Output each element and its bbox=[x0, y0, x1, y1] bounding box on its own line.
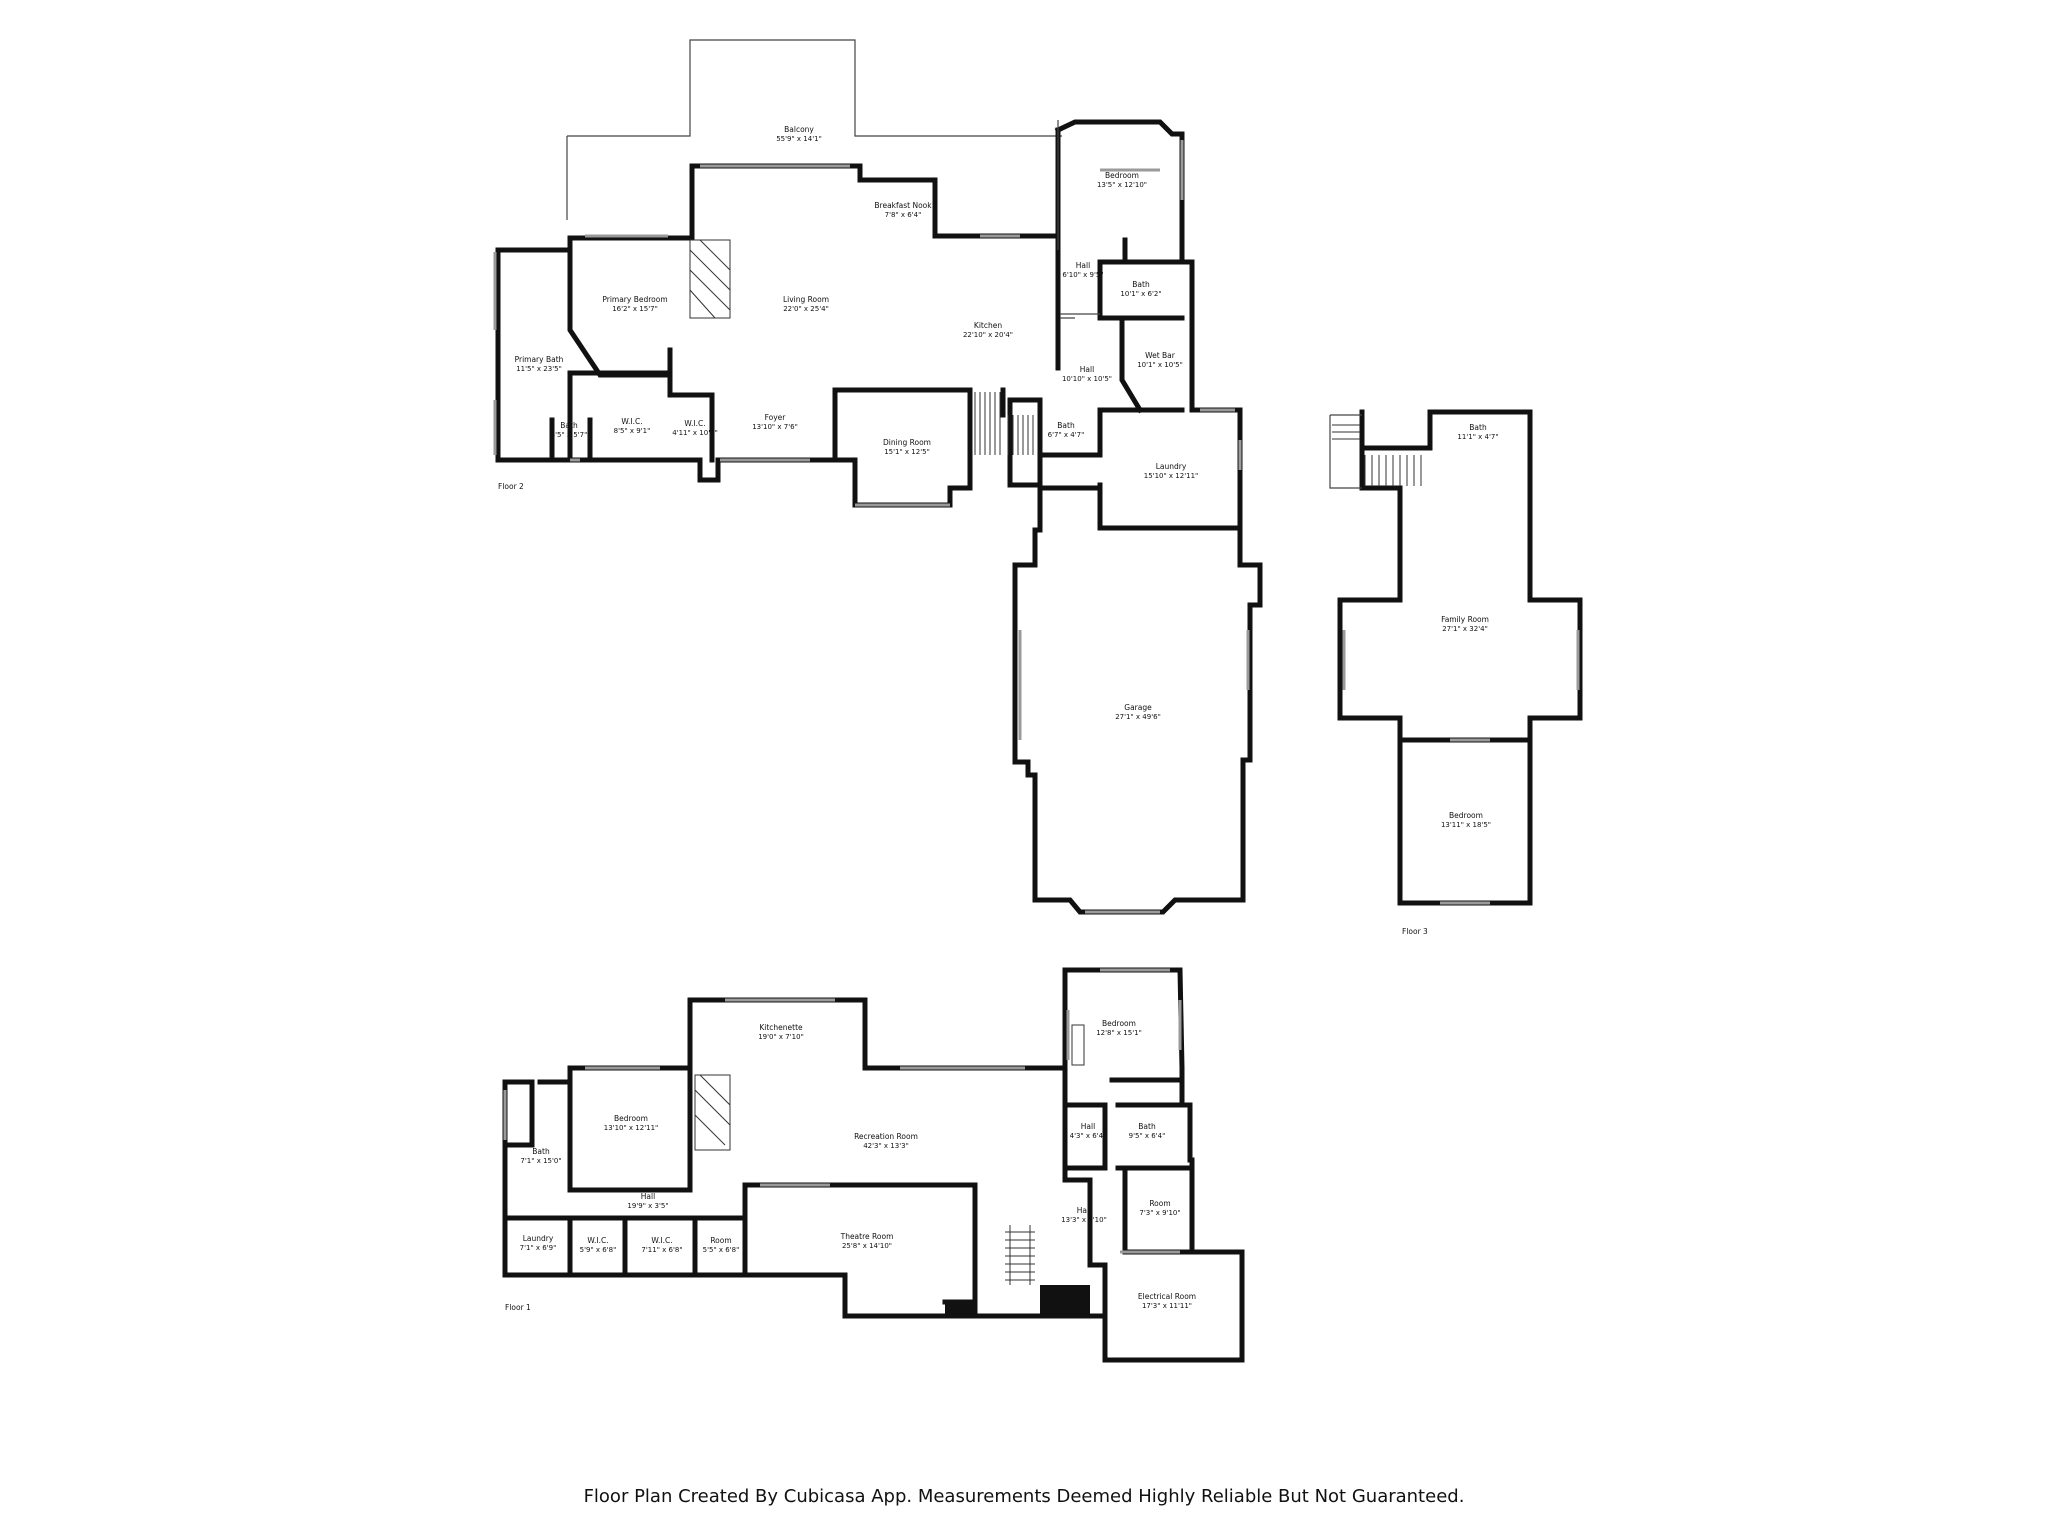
floor-3-label: Floor 3 bbox=[1402, 927, 1428, 936]
room-name-laundry: Laundry bbox=[1156, 462, 1187, 471]
room-dimensions-bedroom: 12'8" x 15'1" bbox=[1096, 1029, 1142, 1037]
room-name-w-i-c: W.I.C. bbox=[587, 1236, 608, 1245]
room-name-balcony: Balcony bbox=[784, 125, 814, 134]
room-dimensions-bedroom: 13'11" x 18'5" bbox=[1441, 821, 1491, 829]
room-dimensions-hall: 10'10" x 10'5" bbox=[1062, 375, 1112, 383]
room-dimensions-bedroom: 13'10" x 12'11" bbox=[604, 1124, 659, 1132]
room-dimensions-garage: 27'1" x 49'6" bbox=[1115, 713, 1161, 721]
room-name-bedroom: Bedroom bbox=[1105, 171, 1139, 180]
room-dimensions-hall: 19'9" x 3'5" bbox=[627, 1202, 668, 1210]
room-name-bath: Bath bbox=[1469, 423, 1487, 432]
room-dimensions-foyer: 13'10" x 7'6" bbox=[752, 423, 798, 431]
room-dimensions-bath: 11'1" x 4'7" bbox=[1457, 433, 1498, 441]
footer-disclaimer: Floor Plan Created By Cubicasa App. Meas… bbox=[583, 1486, 1465, 1507]
room-dimensions-bath: 7'1" x 15'0" bbox=[520, 1157, 561, 1165]
room-name-electrical-room: Electrical Room bbox=[1138, 1292, 1196, 1301]
room-name-room: Room bbox=[1149, 1199, 1170, 1208]
room-dimensions-laundry: 7'1" x 6'9" bbox=[520, 1244, 557, 1252]
room-dimensions-breakfast-nook: 7'8" x 6'4" bbox=[885, 211, 922, 219]
room-name-kitchen: Kitchen bbox=[974, 321, 1002, 330]
room-dimensions-theatre-room: 25'8" x 14'10" bbox=[842, 1242, 892, 1250]
room-name-living-room: Living Room bbox=[783, 295, 829, 304]
room-dimensions-bedroom: 13'5" x 12'10" bbox=[1097, 181, 1147, 189]
room-name-hall: Hall bbox=[641, 1192, 655, 1201]
room-name-primary-bath: Primary Bath bbox=[515, 355, 564, 364]
room-dimensions-recreation-room: 42'3" x 13'3" bbox=[863, 1142, 909, 1150]
room-name-wet-bar: Wet Bar bbox=[1145, 351, 1176, 360]
room-name-recreation-room: Recreation Room bbox=[854, 1132, 918, 1141]
room-dimensions-dining-room: 15'1" x 12'5" bbox=[884, 448, 930, 456]
room-name-breakfast-nook: Breakfast Nook bbox=[874, 201, 932, 210]
room-dimensions-kitchenette: 19'0" x 7'10" bbox=[758, 1033, 804, 1041]
floor-2-label: Floor 2 bbox=[498, 482, 524, 491]
room-name-bath: Bath bbox=[532, 1147, 550, 1156]
room-name-bedroom: Bedroom bbox=[614, 1114, 648, 1123]
room-name-primary-bedroom: Primary Bedroom bbox=[602, 295, 667, 304]
room-name-room: Room bbox=[710, 1236, 731, 1245]
room-name-laundry: Laundry bbox=[523, 1234, 554, 1243]
room-dimensions-kitchen: 22'10" x 20'4" bbox=[963, 331, 1013, 339]
room-dimensions-w-i-c: 4'11" x 10'2" bbox=[672, 429, 718, 437]
room-name-bath: Bath bbox=[1057, 421, 1075, 430]
room-dimensions-w-i-c: 7'11" x 6'8" bbox=[641, 1246, 682, 1254]
room-dimensions-bath: 4'5" x 5'7" bbox=[551, 431, 588, 439]
room-name-hall: Hall bbox=[1076, 261, 1090, 270]
room-name-garage: Garage bbox=[1124, 703, 1152, 712]
room-dimensions-hall: 13'3" x 9'10" bbox=[1061, 1216, 1107, 1224]
room-name-w-i-c: W.I.C. bbox=[651, 1236, 672, 1245]
room-dimensions-electrical-room: 17'3" x 11'11" bbox=[1142, 1302, 1192, 1310]
room-name-bath: Bath bbox=[560, 421, 578, 430]
room-dimensions-balcony: 55'9" x 14'1" bbox=[776, 135, 822, 143]
floor-1-label: Floor 1 bbox=[505, 1303, 531, 1312]
room-name-bedroom: Bedroom bbox=[1449, 811, 1483, 820]
room-dimensions-wet-bar: 10'1" x 10'5" bbox=[1137, 361, 1183, 369]
room-name-hall: Hall bbox=[1081, 1122, 1095, 1131]
room-dimensions-hall: 6'10" x 9'5" bbox=[1062, 271, 1103, 279]
room-dimensions-w-i-c: 5'9" x 6'8" bbox=[580, 1246, 617, 1254]
room-dimensions-room: 7'3" x 9'10" bbox=[1139, 1209, 1180, 1217]
room-dimensions-primary-bedroom: 16'2" x 15'7" bbox=[612, 305, 658, 313]
room-name-bath: Bath bbox=[1138, 1122, 1156, 1131]
room-name-hall: Hall bbox=[1080, 365, 1094, 374]
room-dimensions-primary-bath: 11'5" x 23'5" bbox=[516, 365, 562, 373]
room-name-w-i-c: W.I.C. bbox=[684, 419, 705, 428]
room-dimensions-bath: 10'1" x 6'2" bbox=[1120, 290, 1161, 298]
room-name-foyer: Foyer bbox=[765, 413, 787, 422]
room-name-bath: Bath bbox=[1132, 280, 1150, 289]
room-dimensions-laundry: 15'10" x 12'11" bbox=[1144, 472, 1199, 480]
room-name-family-room: Family Room bbox=[1441, 615, 1489, 624]
room-name-bedroom: Bedroom bbox=[1102, 1019, 1136, 1028]
room-dimensions-family-room: 27'1" x 32'4" bbox=[1442, 625, 1488, 633]
room-dimensions-hall: 4'3" x 6'4" bbox=[1070, 1132, 1107, 1140]
room-dimensions-living-room: 22'0" x 25'4" bbox=[783, 305, 829, 313]
room-name-kitchenette: Kitchenette bbox=[759, 1023, 803, 1032]
room-dimensions-bath: 9'5" x 6'4" bbox=[1129, 1132, 1166, 1140]
room-dimensions-bath: 6'7" x 4'7" bbox=[1048, 431, 1085, 439]
room-name-dining-room: Dining Room bbox=[883, 438, 931, 447]
room-name-hall: Hall bbox=[1077, 1206, 1091, 1215]
room-name-theatre-room: Theatre Room bbox=[840, 1232, 894, 1241]
room-name-w-i-c: W.I.C. bbox=[621, 417, 642, 426]
room-dimensions-w-i-c: 8'5" x 9'1" bbox=[614, 427, 651, 435]
room-dimensions-room: 5'5" x 6'8" bbox=[703, 1246, 740, 1254]
